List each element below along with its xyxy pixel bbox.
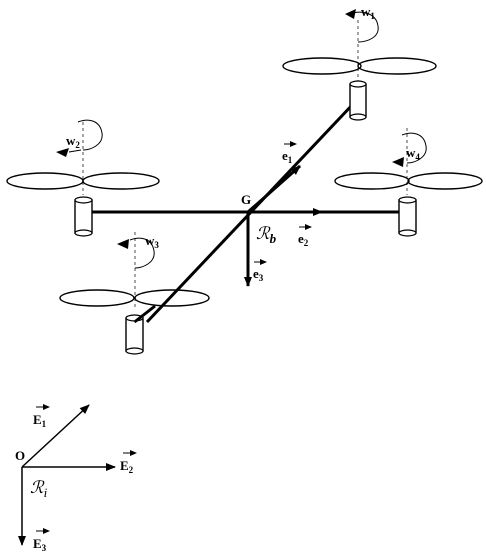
origin-label: O: [15, 448, 25, 463]
propeller-blade: [334, 172, 410, 190]
rotor-4: w4: [334, 128, 483, 237]
rotor-speed-label: w3: [145, 233, 159, 250]
motor: [349, 83, 367, 118]
body-frame-axes: G e1 e2 e3 ℛb: [241, 141, 323, 287]
axis-E2-label: E2: [120, 450, 137, 475]
propeller-blade: [282, 57, 362, 75]
rotation-arrow-icon: [401, 132, 427, 164]
axis-e1-label: e1: [282, 141, 297, 165]
rotor-speed-label: w4: [406, 145, 420, 162]
svg-text:E3: E3: [33, 536, 47, 553]
rotor-1: w1: [282, 4, 437, 121]
svg-text:e1: e1: [282, 148, 293, 165]
propeller-blade: [82, 172, 160, 190]
svg-text:E2: E2: [120, 458, 134, 475]
rotor-speed-label: w1: [361, 4, 375, 21]
propeller-blade: [407, 172, 483, 190]
inertial-frame-axes: O E1 E2 E3 ℛi: [15, 404, 137, 553]
axis-E1-label: E1: [33, 404, 50, 429]
axis-e3-label: e3: [253, 259, 267, 283]
svg-text:e3: e3: [253, 266, 264, 283]
propeller-blade: [134, 289, 210, 307]
motor: [74, 199, 93, 234]
rotation-arrow-icon: [349, 11, 379, 43]
propeller-blade: [6, 172, 84, 190]
rotation-arrow-icon: [129, 237, 155, 269]
center-point-label: G: [241, 192, 251, 207]
rotor-speed-label: w2: [66, 133, 80, 150]
axis-E3-label: E3: [33, 528, 50, 553]
propeller-blade: [59, 289, 135, 307]
svg-text:E1: E1: [33, 412, 47, 429]
rotor-3: w3: [59, 232, 210, 355]
inertial-frame-label: ℛi: [30, 478, 48, 500]
rotor-2: w2: [6, 119, 160, 237]
motor: [398, 199, 417, 234]
svg-text:e2: e2: [298, 231, 309, 248]
axis-e1-arrow: [247, 164, 301, 214]
propeller-blade: [357, 57, 437, 75]
axis-E1-arrow: [21, 404, 90, 468]
rotation-arrow-icon: [77, 119, 103, 151]
motor: [125, 317, 144, 352]
axis-e2-label: e2: [298, 224, 312, 248]
body-frame-label: ℛb: [256, 224, 277, 246]
